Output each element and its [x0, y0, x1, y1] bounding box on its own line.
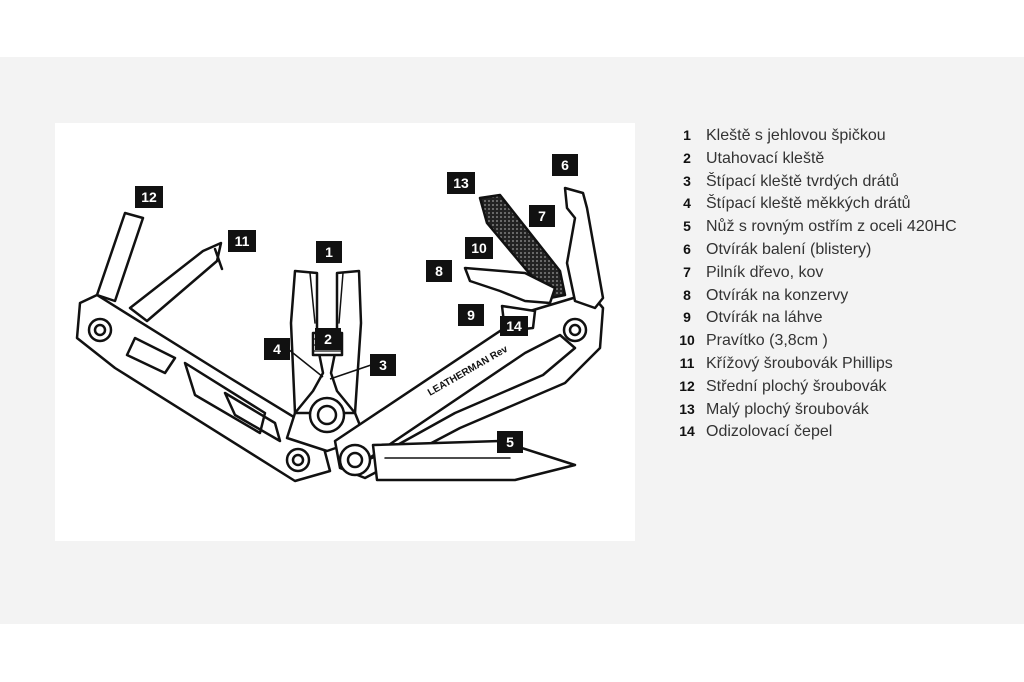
svg-text:1: 1	[325, 244, 333, 260]
legend-label: Odizolovací čepel	[706, 423, 833, 441]
legend-label: Křížový šroubovák Phillips	[706, 354, 893, 372]
callout-7: 7	[529, 205, 555, 227]
legend-label: Štípací kleště tvrdých drátů	[706, 172, 899, 190]
legend-item: 4 Štípací kleště měkkých drátů	[672, 192, 1012, 215]
medium-flat-screwdriver	[95, 211, 145, 303]
knife-blade	[371, 439, 577, 482]
callout-12: 12	[135, 186, 163, 208]
legend-item: 3 Štípací kleště tvrdých drátů	[672, 170, 1012, 193]
legend-number: 5	[683, 218, 691, 235]
callout-4: 4	[264, 338, 290, 360]
legend-item: 6 Otvírák balení (blistery)	[672, 238, 1012, 261]
legend-item: 10 Pravítko (3,8cm )	[672, 329, 1012, 352]
svg-text:12: 12	[141, 189, 157, 205]
legend-item: 13 Malý plochý šroubovák	[672, 398, 1012, 421]
callout-3: 3	[370, 354, 396, 376]
legend-item: 11 Křížový šroubovák Phillips	[672, 352, 1012, 375]
legend-item: 9 Otvírák na láhve	[672, 306, 1012, 329]
legend-number: 8	[683, 286, 691, 303]
legend-label: Malý plochý šroubovák	[706, 400, 869, 418]
legend-label: Nůž s rovným ostřím z oceli 420HC	[706, 218, 957, 236]
callout-11: 11	[228, 230, 256, 252]
svg-text:8: 8	[435, 263, 443, 279]
svg-text:10: 10	[471, 240, 487, 256]
legend-number: 2	[683, 149, 691, 166]
legend-item: 2 Utahovací kleště	[672, 147, 1012, 170]
legend-label: Pravítko (3,8cm )	[706, 332, 828, 350]
legend-number: 4	[683, 195, 691, 212]
legend-label: Štípací kleště měkkých drátů	[706, 195, 911, 213]
legend-label: Otvírák balení (blistery)	[706, 240, 872, 258]
svg-text:6: 6	[561, 157, 569, 173]
svg-text:4: 4	[273, 341, 281, 357]
legend-number: 13	[679, 400, 695, 417]
pliers-left-jaw	[289, 269, 325, 415]
legend-item: 14 Odizolovací čepel	[672, 420, 1012, 443]
legend-item: 8 Otvírák na konzervy	[672, 284, 1012, 307]
legend-item: 1 Kleště s jehlovou špičkou	[672, 124, 1012, 147]
legend-number: 3	[683, 172, 691, 189]
legend-label: Kleště s jehlovou špičkou	[706, 127, 886, 144]
legend-label: Pilník dřevo, kov	[706, 263, 824, 281]
legend-number: 6	[683, 240, 691, 257]
svg-text:2: 2	[324, 331, 332, 347]
callout-9: 9	[458, 304, 484, 326]
can-bottle-opener	[463, 266, 557, 305]
svg-text:11: 11	[235, 233, 250, 249]
legend-label: Utahovací kleště	[706, 149, 825, 167]
svg-text:3: 3	[379, 357, 387, 373]
callout-10: 10	[465, 237, 493, 259]
wood-metal-file	[478, 193, 567, 300]
legend-number: 1	[683, 127, 691, 143]
legend-number: 14	[679, 423, 695, 440]
legend-item: 12 Střední plochý šroubovák	[672, 375, 1012, 398]
callout-1: 1	[316, 241, 342, 263]
svg-text:14: 14	[506, 318, 522, 334]
multitool-diagram: LEATHERMAN Rev 1 2 3 4 5 6 7 8 9 10 11 1…	[55, 123, 635, 541]
legend-label: Otvírák na konzervy	[706, 286, 849, 304]
callout-6: 6	[552, 154, 578, 176]
multitool-drawing: LEATHERMAN Rev 1 2 3 4 5 6 7 8 9 10 11 1…	[75, 154, 605, 483]
svg-text:5: 5	[506, 434, 514, 450]
legend-label: Otvírák na láhve	[706, 309, 823, 327]
callout-13: 13	[447, 172, 475, 194]
package-opener	[563, 186, 605, 310]
legend-number: 9	[683, 309, 691, 326]
callout-2: 2	[315, 328, 341, 350]
legend-number: 7	[683, 263, 691, 280]
callout-8: 8	[426, 260, 452, 282]
callout-5: 5	[497, 431, 523, 453]
phillips-screwdriver	[128, 241, 223, 323]
legend-label: Střední plochý šroubovák	[706, 377, 887, 395]
legend-number: 10	[679, 332, 695, 349]
svg-text:7: 7	[538, 208, 546, 224]
legend-item: 5 Nůž s rovným ostřím z oceli 420HC	[672, 215, 1012, 238]
legend-number: 12	[679, 377, 695, 394]
legend-number: 11	[679, 354, 695, 371]
svg-text:13: 13	[453, 175, 469, 191]
callout-14: 14	[500, 316, 528, 336]
parts-legend: 1 Kleště s jehlovou špičkou 2 Utahovací kl…	[672, 124, 1012, 443]
legend-item: 7 Pilník dřevo, kov	[672, 261, 1012, 284]
svg-text:9: 9	[467, 307, 475, 323]
